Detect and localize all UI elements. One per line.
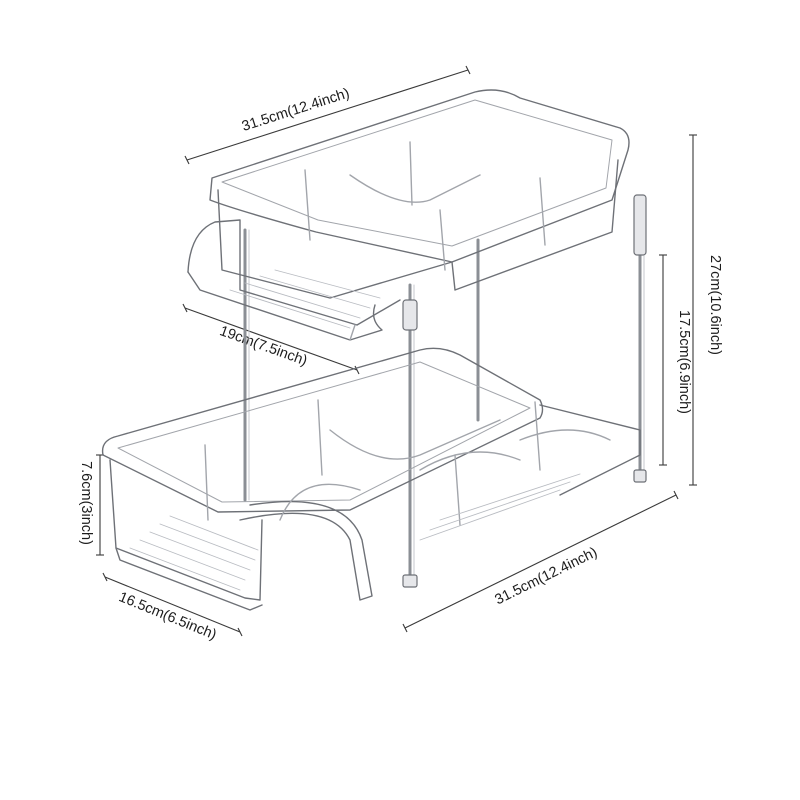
overall-height-label: 27cm(10.6inch)	[707, 255, 723, 355]
bottom-width-line	[404, 494, 677, 629]
bottom-width-label: 31.5cm(12.4inch)	[492, 545, 600, 609]
top-width-line	[186, 69, 469, 161]
frame-posts	[243, 198, 642, 587]
post-feet	[402, 194, 647, 588]
lower-tier	[101, 347, 641, 611]
upper-depth-line	[184, 307, 358, 371]
dimension-labels: 31.5cm(12.4inch) 27cm(10.6inch) 17.5cm(6…	[78, 85, 723, 643]
upper-tier	[187, 89, 630, 341]
top-width-label: 31.5cm(12.4inch)	[240, 85, 352, 134]
bottom-depth-line	[104, 576, 241, 633]
drawer-height-label: 7.6cm(3inch)	[78, 461, 94, 545]
tier-spacing-label: 17.5cm(6.9inch)	[676, 310, 692, 414]
bottom-depth-label: 16.5cm(6.5inch)	[116, 589, 218, 643]
dimension-lines	[96, 65, 697, 637]
upper-depth-label: 19cm(7.5inch)	[217, 323, 309, 369]
organizer-drawing	[101, 89, 647, 611]
